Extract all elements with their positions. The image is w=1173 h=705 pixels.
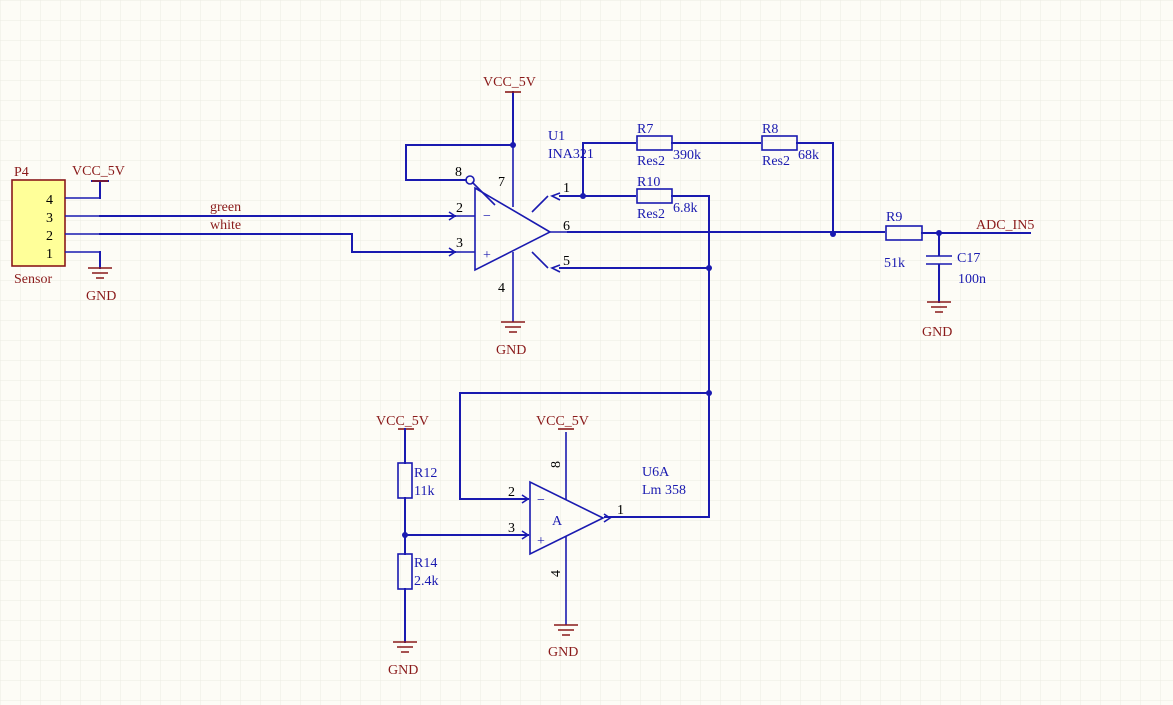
pin-arrow <box>550 264 561 273</box>
junction-dot <box>706 265 712 271</box>
resistor-ref: R12 <box>414 466 437 481</box>
resistor-r10[interactable]: R10 Res2 6.8k <box>636 175 698 222</box>
resistor-type: Res2 <box>762 154 790 169</box>
resistor-r8[interactable]: R8 Res2 68k <box>761 122 819 169</box>
gnd-label: GND <box>86 289 116 304</box>
resistor-value: 68k <box>798 148 819 163</box>
u1-pin-8-stub <box>471 181 496 206</box>
resistor-body <box>636 135 673 151</box>
u1-pin-5-stub <box>531 251 549 269</box>
ground-icon <box>501 321 525 333</box>
inverting-sign: − <box>537 493 545 508</box>
pin-arrow <box>521 530 530 540</box>
connector-p4[interactable]: P4 Sensor 4 3 2 1 <box>11 165 100 287</box>
u6a-value: Lm 358 <box>642 483 686 498</box>
resistor-value: 2.4k <box>414 574 439 589</box>
vcc-label: VCC_5V <box>483 75 536 90</box>
net-label-green: green <box>210 200 241 215</box>
net-label-adc: ADC_IN5 <box>976 218 1034 233</box>
pin-number: 5 <box>563 254 570 269</box>
pin-number: 8 <box>455 165 462 180</box>
pin-arrow <box>521 494 530 504</box>
u6a-ref: U6A <box>642 465 670 480</box>
vcc-label: VCC_5V <box>376 414 429 429</box>
u1-pin-1-stub <box>531 195 549 213</box>
pin-number: 7 <box>498 175 505 190</box>
wire-r8-out <box>796 142 834 235</box>
noninverting-sign: + <box>483 248 491 263</box>
resistor-value: 11k <box>414 484 434 499</box>
resistor-ref: R7 <box>637 122 653 137</box>
junction-dot <box>830 231 836 237</box>
resistor-r12[interactable]: R12 11k <box>397 462 437 499</box>
resistor-value: 390k <box>673 148 701 163</box>
pin-number: 4 <box>549 570 564 577</box>
ground-icon <box>88 267 112 279</box>
connector-pin-label: 4 <box>46 193 53 208</box>
capacitor-ref: C17 <box>957 251 980 266</box>
pin-arrow <box>448 247 457 257</box>
resistor-body <box>636 188 673 204</box>
connector-pin-label: 3 <box>46 211 53 226</box>
junction-dot <box>510 142 516 148</box>
resistor-ref: R14 <box>414 556 437 571</box>
vcc-label: VCC_5V <box>72 164 125 179</box>
pin-number: 2 <box>456 201 463 216</box>
u6a-unit-label: A <box>552 514 563 529</box>
wire-u1-pin1 <box>559 142 636 197</box>
opamp-u6a[interactable]: − + A U6A Lm 358 2 3 1 8 4 <box>508 432 686 625</box>
junction-dot <box>706 390 712 396</box>
pin-number: 1 <box>617 503 624 518</box>
resistor-r14[interactable]: R14 2.4k <box>397 553 439 590</box>
resistor-r7[interactable]: R7 Res2 390k <box>636 122 701 169</box>
resistor-type: Res2 <box>637 154 665 169</box>
connector-pin-label: 1 <box>46 247 53 262</box>
pin-number: 3 <box>456 236 463 251</box>
gnd-label: GND <box>496 343 526 358</box>
pin-arrow <box>448 211 457 221</box>
pin-number: 4 <box>498 281 505 296</box>
resistor-ref: R8 <box>762 122 778 137</box>
pin-arrow <box>603 513 612 523</box>
resistor-type: Res2 <box>637 207 665 222</box>
wire-u6a-feedback <box>459 392 710 500</box>
pin-number: 6 <box>563 219 570 234</box>
capacitor-c17[interactable]: C17 100n <box>926 232 986 303</box>
gnd-label: GND <box>548 645 578 660</box>
capacitor-value: 100n <box>958 272 986 287</box>
connector-body <box>11 179 66 267</box>
pin-number: 2 <box>508 485 515 500</box>
gnd-label: GND <box>922 325 952 340</box>
ground-icon <box>927 301 951 313</box>
resistor-ref: R9 <box>886 210 902 225</box>
gnd-label: GND <box>388 663 418 678</box>
connector-name: Sensor <box>14 272 52 287</box>
pin-number: 1 <box>563 181 570 196</box>
noninverting-sign: + <box>537 534 545 549</box>
ground-icon <box>554 624 578 636</box>
opamp-triangle <box>474 186 552 272</box>
connector-ref: P4 <box>14 165 29 180</box>
pin-arrow <box>550 192 561 201</box>
net-label-white: white <box>210 218 241 233</box>
u1-value: INA321 <box>548 147 594 162</box>
u1-pin8-loop-wire <box>405 144 514 181</box>
resistor-value: 6.8k <box>673 201 698 216</box>
inverting-sign: − <box>483 209 491 224</box>
vcc-label: VCC_5V <box>536 414 589 429</box>
resistor-ref: R10 <box>637 175 660 190</box>
connector-pin-label: 2 <box>46 229 53 244</box>
resistor-body <box>761 135 798 151</box>
u1-ref: U1 <box>548 129 565 144</box>
pin-number: 8 <box>549 461 564 468</box>
pin-number: 3 <box>508 521 515 536</box>
ground-icon <box>393 641 417 653</box>
wire-r10-u6a <box>604 195 710 518</box>
resistor-value: 51k <box>884 256 905 271</box>
wire-white[interactable] <box>99 233 456 253</box>
junction-dot <box>402 532 408 538</box>
